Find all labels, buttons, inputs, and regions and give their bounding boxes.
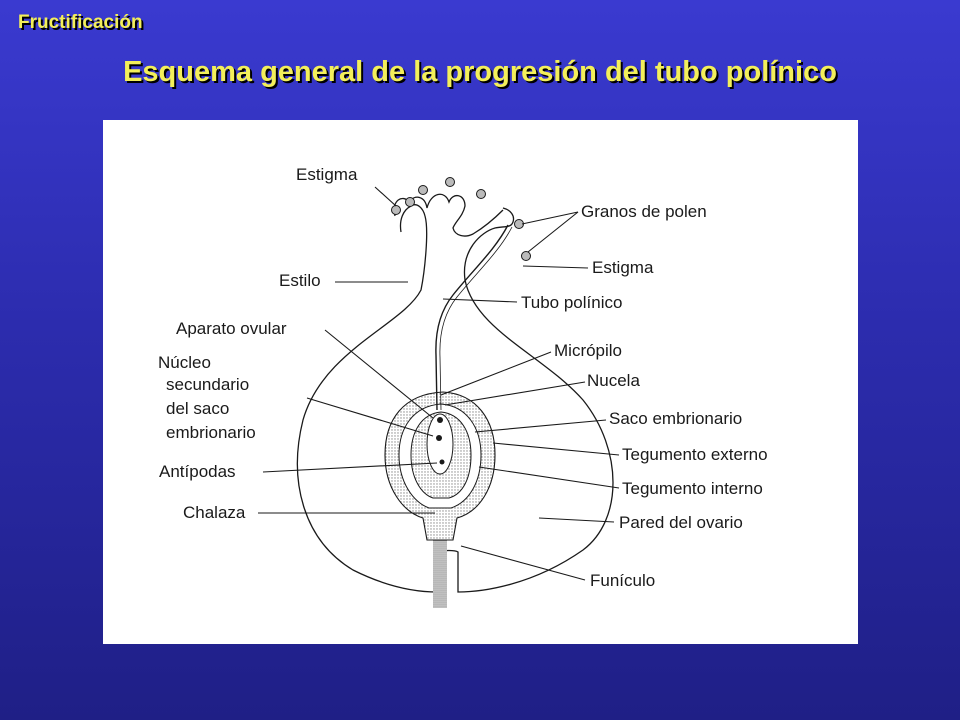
label-tegumento-interno: Tegumento interno (622, 479, 763, 498)
label-nucela: Nucela (587, 371, 640, 390)
pollen-tube-inner (439, 226, 513, 411)
label-granos-polen: Granos de polen (581, 202, 707, 221)
label-chalaza: Chalaza (183, 503, 246, 522)
egg-apparatus (437, 417, 443, 423)
pistil-outline (296, 204, 614, 593)
leader-lines (258, 186, 620, 581)
embryo-sac (426, 413, 454, 475)
label-saco-embrionario: Saco embrionario (609, 409, 742, 428)
label-nucleo-line3: del saco (166, 399, 229, 418)
pollen-grains (391, 177, 531, 261)
funiculus (433, 530, 447, 608)
label-estigma-right: Estigma (592, 258, 654, 277)
label-funiculo: Funículo (590, 571, 655, 590)
section-label: Fructificación (18, 12, 143, 33)
label-antipodas: Antípodas (159, 462, 236, 481)
secondary-nucleus (436, 435, 442, 441)
antipodal-cells (439, 459, 445, 465)
label-pared-ovario: Pared del ovario (619, 513, 743, 532)
label-micropilo: Micrópilo (554, 341, 622, 360)
pistil-diagram: Estigma Granos de polen Estigma Estilo T… (158, 165, 768, 608)
pollen-tube (435, 224, 509, 411)
diagram-panel: Estigma Granos de polen Estigma Estilo T… (103, 120, 858, 644)
label-nucleo-line2: secundario (166, 375, 249, 394)
label-nucleo-line1: Núcleo (158, 353, 211, 372)
slide-title: Esquema general de la progresión del tub… (123, 56, 837, 88)
label-estilo: Estilo (279, 271, 321, 290)
label-estigma-top: Estigma (296, 165, 358, 184)
label-nucleo-line4: embrionario (166, 423, 256, 442)
label-aparato-ovular: Aparato ovular (176, 319, 287, 338)
label-tubo-polinico: Tubo polínico (521, 293, 622, 312)
label-tegumento-externo: Tegumento externo (622, 445, 768, 464)
